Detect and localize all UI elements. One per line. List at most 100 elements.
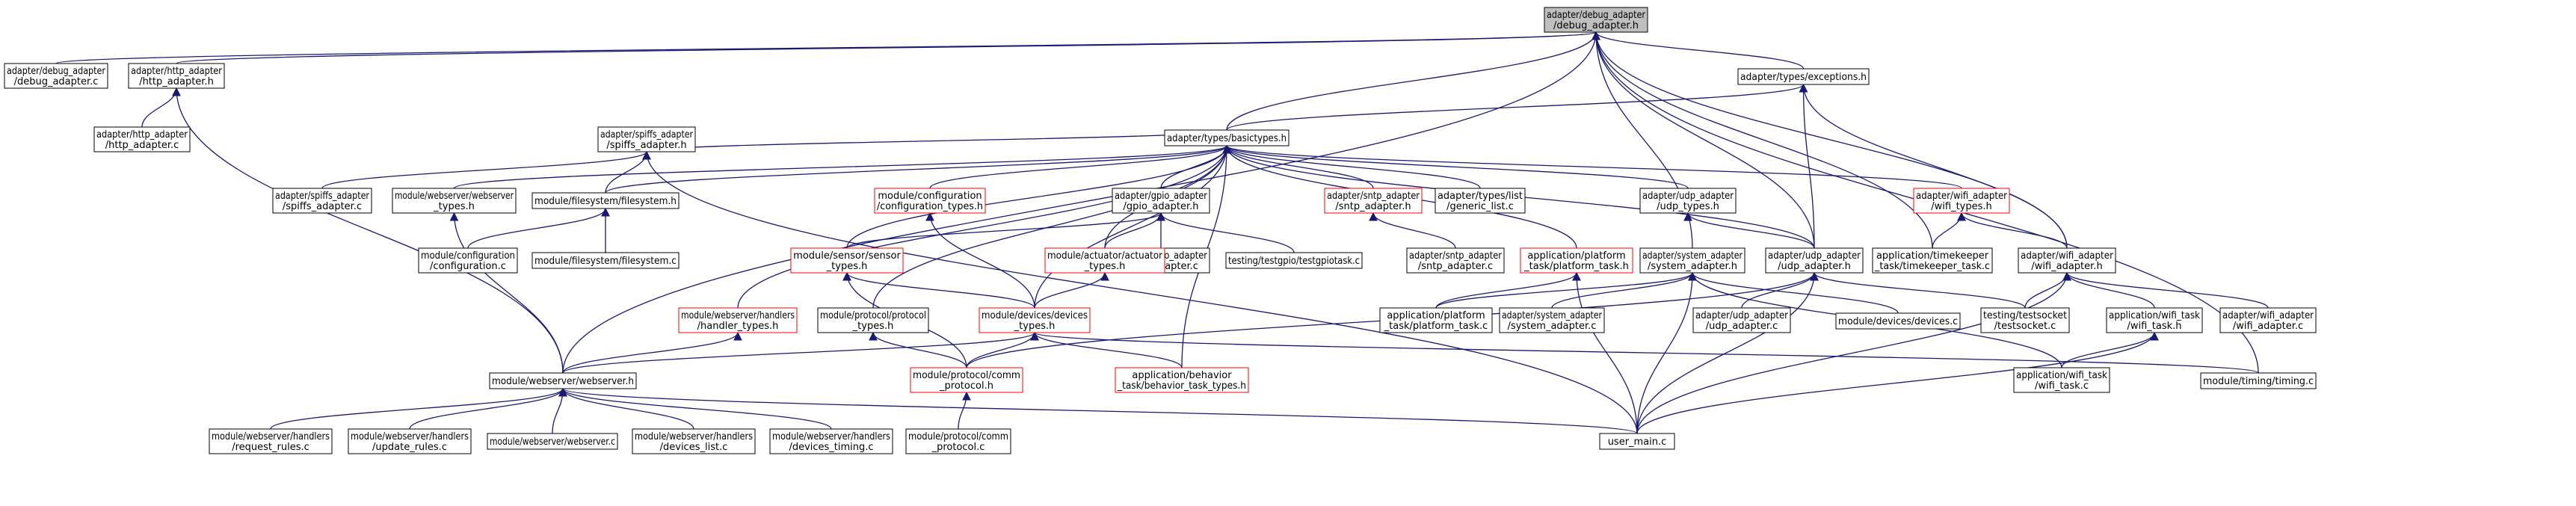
node-label: /system_adapter.c <box>1508 321 1597 332</box>
node-udp_adapter_h[interactable]: adapter/udp_adapter/udp_adapter.h <box>1765 247 1864 274</box>
node-box <box>1692 307 1791 333</box>
node-udp_types_h[interactable]: adapter/udp_adapter/udp_types.h <box>1639 188 1737 214</box>
node-platform_task_h[interactable]: application/platform_task/platform_task.… <box>1520 247 1633 274</box>
node-label: adapter/wifi_adapter <box>2222 310 2314 321</box>
node-box <box>1435 188 1526 214</box>
node-devices_c[interactable]: module/devices/devices.c <box>1835 312 1961 330</box>
node-devices_list_c[interactable]: module/webserver/handlers/devices_list.c <box>632 428 756 454</box>
node-generic_list_c[interactable]: adapter/types/list/generic_list.c <box>1435 188 1526 214</box>
edge-spiffs_adapter_h-to-basictypes_h <box>646 129 1231 152</box>
edge-sntp_adapter_c-to-sntp_adapter_h <box>1369 212 1456 249</box>
edge-user_main_c-to-platform_task_h <box>1572 271 1638 434</box>
node-label: adapter/udp_adapter <box>1695 310 1789 321</box>
node-devices_types_h[interactable]: module/devices/devices_types.h <box>979 307 1091 333</box>
node-label: module/webserver/handlers <box>212 431 330 442</box>
node-box <box>1044 247 1165 274</box>
node-label: application/platform <box>1387 310 1485 321</box>
edge-devices_types_h-to-basictypes_h <box>1034 144 1231 309</box>
node-label: /debug_adapter.h <box>1553 20 1639 31</box>
node-handler_types_h[interactable]: module/webserver/handlers/handler_types.… <box>678 307 798 333</box>
node-webserver_types_h[interactable]: module/webserver/webserver_types.h <box>392 188 517 214</box>
node-box <box>2219 307 2317 333</box>
node-filesystem_c[interactable]: module/filesystem/filesystem.c <box>531 252 680 269</box>
node-sntp_adapter_c[interactable]: adapter/sntp_adapter/sntp_adapter.c <box>1406 247 1505 274</box>
node-box <box>4 63 108 89</box>
edge-basictypes_h-to-exceptions_h <box>1226 83 1808 131</box>
node-wifi_task_h[interactable]: application/wifi_task/wifi_task.h <box>2106 307 2203 333</box>
node-wifi_adapter_h[interactable]: adapter/wifi_adapter/wifi_adapter.h <box>2018 247 2116 274</box>
node-box <box>1115 367 1249 393</box>
node-label: _protocol.h <box>939 380 993 392</box>
edge-testgpiotask_c-to-gpio_adapter_h <box>1156 212 1295 253</box>
edge-timekeeper_task_c-to-debug_adapter_h <box>1591 31 1933 249</box>
node-comm_protocol_c[interactable]: module/protocol/comm_protocol.c <box>905 428 1011 454</box>
node-debug_adapter_c[interactable]: adapter/debug_adapter/debug_adapter.c <box>4 63 108 89</box>
node-actuator_types_h[interactable]: module/actuator/actuator_types.h <box>1044 247 1165 274</box>
node-label: _protocol.c <box>931 442 985 453</box>
node-label: module/configuration <box>421 250 515 262</box>
node-box <box>632 428 756 454</box>
node-basictypes_h[interactable]: adapter/types/basictypes.h <box>1164 129 1289 146</box>
node-exceptions_h[interactable]: adapter/types/exceptions.h <box>1737 68 1870 85</box>
node-webserver_h[interactable]: module/webserver/webserver.h <box>489 372 637 389</box>
edge-udp_adapter_h-to-udp_types_h <box>1683 212 1815 249</box>
node-sensor_types_h[interactable]: module/sensor/sensor_types.h <box>790 247 904 274</box>
node-system_adapter_h[interactable]: adapter/system_adapter/system_adapter.h <box>1639 247 1745 274</box>
node-devices_timing_c[interactable]: module/webserver/handlers/devices_timing… <box>769 428 893 454</box>
node-configuration_c[interactable]: module/configuration/configuration.c <box>418 247 518 274</box>
edge-filesystem_h-to-basictypes_h <box>605 144 1231 194</box>
node-comm_protocol_h[interactable]: module/protocol/comm_protocol.h <box>910 367 1023 393</box>
node-spiffs_adapter_h[interactable]: adapter/spiffs_adapter/spiffs_adapter.h <box>597 126 696 152</box>
node-behavior_task_types_h[interactable]: application/behavior_task/behavior_task_… <box>1115 367 1249 393</box>
node-http_adapter_c[interactable]: adapter/http_adapter/http_adapter.c <box>93 126 191 152</box>
node-testgpiotask_c[interactable]: testing/testgpio/testgpiotask.c <box>1225 252 1363 269</box>
node-udp_adapter_c[interactable]: adapter/udp_adapter/udp_adapter.c <box>1692 307 1791 333</box>
node-timekeeper_task_c[interactable]: application/timekeeper_task/timekeeper_t… <box>1872 247 1993 274</box>
node-filesystem_h[interactable]: module/filesystem/filesystem.h <box>531 192 680 209</box>
node-label: adapter/sntp_adapter <box>1409 250 1503 262</box>
node-timing_c[interactable]: module/timing/timing.c <box>2200 372 2317 389</box>
edge-webserver_h-to-http_adapter_h <box>172 87 564 374</box>
edge-comm_protocol_h-to-devices_types_h <box>966 331 1039 368</box>
node-webserver_c[interactable]: module/webserver/webserver.c <box>487 433 618 450</box>
node-http_adapter_h[interactable]: adapter/http_adapter/http_adapter.h <box>128 63 225 89</box>
node-protocol_types_h[interactable]: module/protocol/protocol_types.h <box>817 307 929 333</box>
node-label: module/protocol/protocol <box>820 310 926 321</box>
node-wifi_task_c[interactable]: application/wifi_task/wifi_task.c <box>2013 367 2110 393</box>
node-box <box>531 252 680 269</box>
node-label: module/sensor/sensor <box>793 250 901 262</box>
node-label: /udp_adapter.h <box>1778 261 1851 272</box>
edge-user_main_c-to-wifi_adapter_h <box>1636 271 2071 434</box>
node-label: adapter/spiffs_adapter <box>600 129 694 141</box>
node-wifi_adapter_c[interactable]: adapter/wifi_adapter/wifi_adapter.c <box>2219 307 2317 333</box>
node-box <box>348 428 472 454</box>
node-label: /udp_adapter.c <box>1706 321 1778 332</box>
node-update_rules_c[interactable]: module/webserver/handlers/update_rules.c <box>348 428 472 454</box>
node-testsocket_c[interactable]: testing/testsocket/testsocket.c <box>1980 307 2070 333</box>
node-platform_task_c[interactable]: application/platform_task/platform_task.… <box>1379 307 1493 333</box>
node-label: /http_adapter.h <box>139 76 214 87</box>
edge-wifi_adapter_h-to-exceptions_h <box>1799 83 2068 249</box>
node-configuration_types_h[interactable]: module/configuration/configuration_types… <box>874 188 986 214</box>
node-spiffs_adapter_c[interactable]: adapter/spiffs_adapter/spiffs_adapter.c <box>272 188 372 214</box>
node-wifi_types_h[interactable]: adapter/wifi_adapter/wifi_types.h <box>1913 188 2010 214</box>
edge-timing_c-to-devices_types_h <box>1030 331 2259 374</box>
node-sntp_adapter_h[interactable]: adapter/sntp_adapter/sntp_adapter.h <box>1324 188 1423 214</box>
node-system_adapter_c[interactable]: adapter/system_adapter/system_adapter.c <box>1499 307 1605 333</box>
edge-behavior_task_types_h-to-devices_types_h <box>1030 331 1183 368</box>
edge-exceptions_h-to-debug_adapter_h <box>1591 31 1805 70</box>
node-box <box>489 372 637 389</box>
node-user_main_c[interactable]: user_main.c <box>1599 433 1675 450</box>
edge-request_rules_c-to-webserver_h <box>270 387 567 430</box>
node-box <box>487 433 618 450</box>
edge-comm_protocol_h-to-protocol_types_h <box>869 331 967 368</box>
node-label: /update_rules.c <box>372 442 447 453</box>
node-box <box>1872 247 1993 274</box>
node-label: application/platform <box>1527 250 1625 262</box>
node-request_rules_c[interactable]: module/webserver/handlers/request_rules.… <box>209 428 333 454</box>
node-box <box>93 126 191 152</box>
edge-testsocket_c-to-wifi_adapter_h <box>2024 271 2071 309</box>
edge-webserver_h-to-webserver_types_h <box>449 212 564 374</box>
node-box <box>531 192 680 209</box>
node-gpio_adapter_h[interactable]: adapter/gpio_adapter/gpio_adapter.h <box>1112 188 1210 214</box>
